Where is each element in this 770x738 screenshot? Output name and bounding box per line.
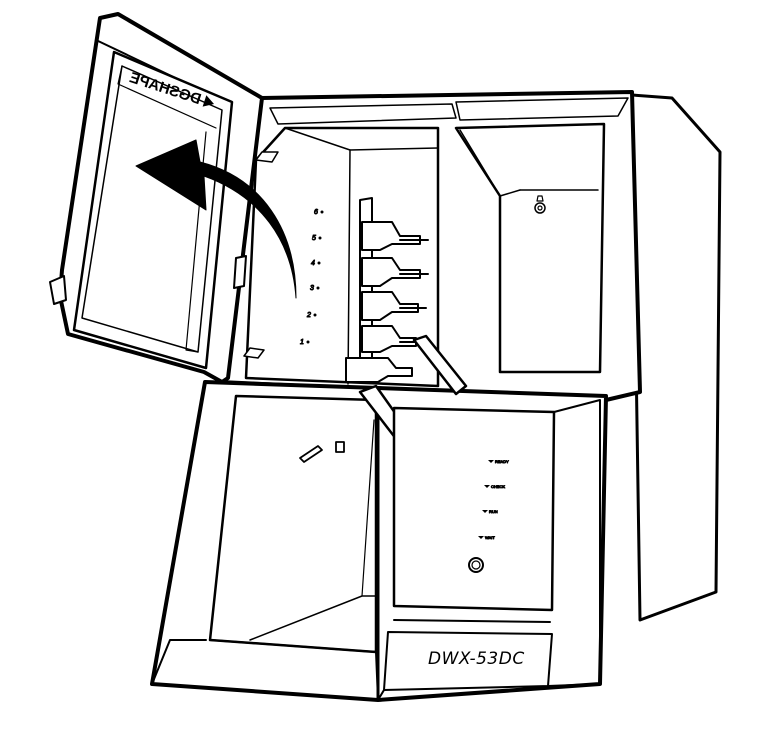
slot-dot-icon <box>306 340 310 344</box>
upper-right-chamber <box>454 122 606 374</box>
indicator-label-ready: READY <box>495 459 509 464</box>
brand-logo-icon <box>202 95 214 107</box>
nozzle-slot-icon <box>299 445 323 463</box>
tool-holder <box>361 257 421 287</box>
nozzle-port-icon <box>335 441 345 453</box>
control-panel <box>377 399 601 701</box>
indicator-light-icon <box>482 510 488 513</box>
tool-holder-rack <box>345 197 429 383</box>
status-indicators: READY CHECK RUN WAIT <box>478 459 510 541</box>
indicator-label-check: CHECK <box>491 484 505 489</box>
tool-holder <box>345 357 413 383</box>
slot-dot-icon <box>316 286 320 290</box>
slot-number-2: 2 <box>306 312 311 319</box>
slot-dot-icon <box>317 261 321 265</box>
machine-side-panel <box>630 93 722 622</box>
tool-holder <box>361 325 417 353</box>
model-label: DWX-53DC <box>428 649 525 669</box>
slot-dot-icon <box>318 236 322 240</box>
tool-holder <box>361 221 421 251</box>
slot-number-5: 5 <box>312 235 316 242</box>
slot-number-1: 1 <box>300 339 304 346</box>
tool-slot-numbers: 6 5 4 3 2 1 <box>300 209 324 347</box>
indicator-light-icon <box>478 536 484 539</box>
slot-number-6: 6 <box>314 209 318 216</box>
indicator-light-icon <box>488 460 494 463</box>
slot-number-3: 3 <box>310 285 314 292</box>
tool-holder <box>361 291 419 321</box>
open-direction-arrow-icon <box>135 139 297 299</box>
lock-lever <box>412 334 468 396</box>
slot-dot-icon <box>320 210 324 214</box>
tool-changer-chamber <box>243 126 440 388</box>
front-cover-door[interactable] <box>49 12 264 384</box>
slot-number-4: 4 <box>311 260 315 267</box>
indicator-label-run: RUN <box>489 509 498 514</box>
indicator-label-wait: WAIT <box>485 535 495 540</box>
indicator-light-icon <box>484 485 490 488</box>
lower-left-chamber <box>151 394 379 701</box>
slot-dot-icon <box>313 313 317 317</box>
